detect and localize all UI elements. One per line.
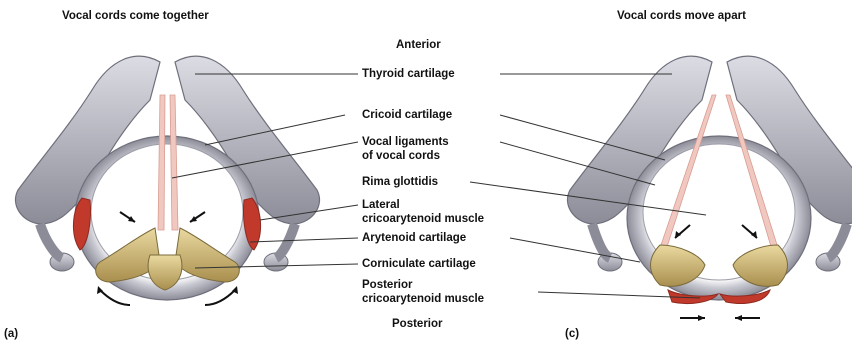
panel-c-letter: (c)	[565, 328, 579, 340]
label-arytenoid-cartilage: Arytenoid cartilage	[362, 231, 466, 245]
label-posterior-cricoarytenoid: Posterior cricoarytenoid muscle	[362, 278, 484, 306]
label-cricoid-cartilage: Cricoid cartilage	[362, 108, 452, 122]
panel-a-title: Vocal cords come together	[62, 10, 209, 22]
posterior-label: Posterior	[392, 318, 443, 330]
panel-a-drawing	[15, 56, 319, 305]
label-rima-glottidis: Rima glottidis	[362, 175, 438, 189]
label-vocal-ligaments: Vocal ligaments of vocal cords	[362, 135, 449, 163]
label-lateral-cricoarytenoid: Lateral cricoarytenoid muscle	[362, 198, 484, 226]
panel-a-letter: (a)	[4, 328, 18, 340]
label-corniculate-cartilage: Corniculate cartilage	[362, 257, 476, 271]
anterior-label: Anterior	[396, 39, 441, 51]
label-thyroid-cartilage: Thyroid cartilage	[362, 67, 455, 81]
panel-c-drawing	[567, 56, 852, 321]
panel-c-title: Vocal cords move apart	[617, 10, 746, 22]
